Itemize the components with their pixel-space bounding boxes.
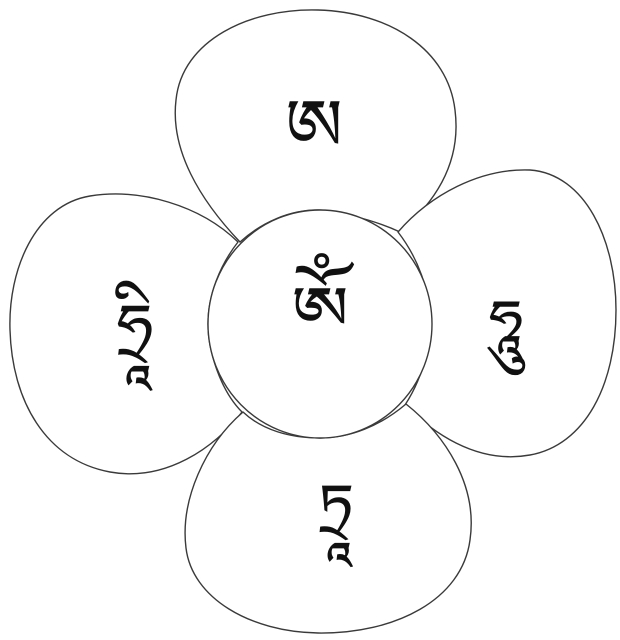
- petal-top: ཨ: [175, 10, 456, 242]
- petal-top-syllable: ཨ: [285, 83, 343, 167]
- center-disc: ཨོཾ: [208, 210, 432, 438]
- petal-left: ཧྲཱི: [10, 194, 242, 474]
